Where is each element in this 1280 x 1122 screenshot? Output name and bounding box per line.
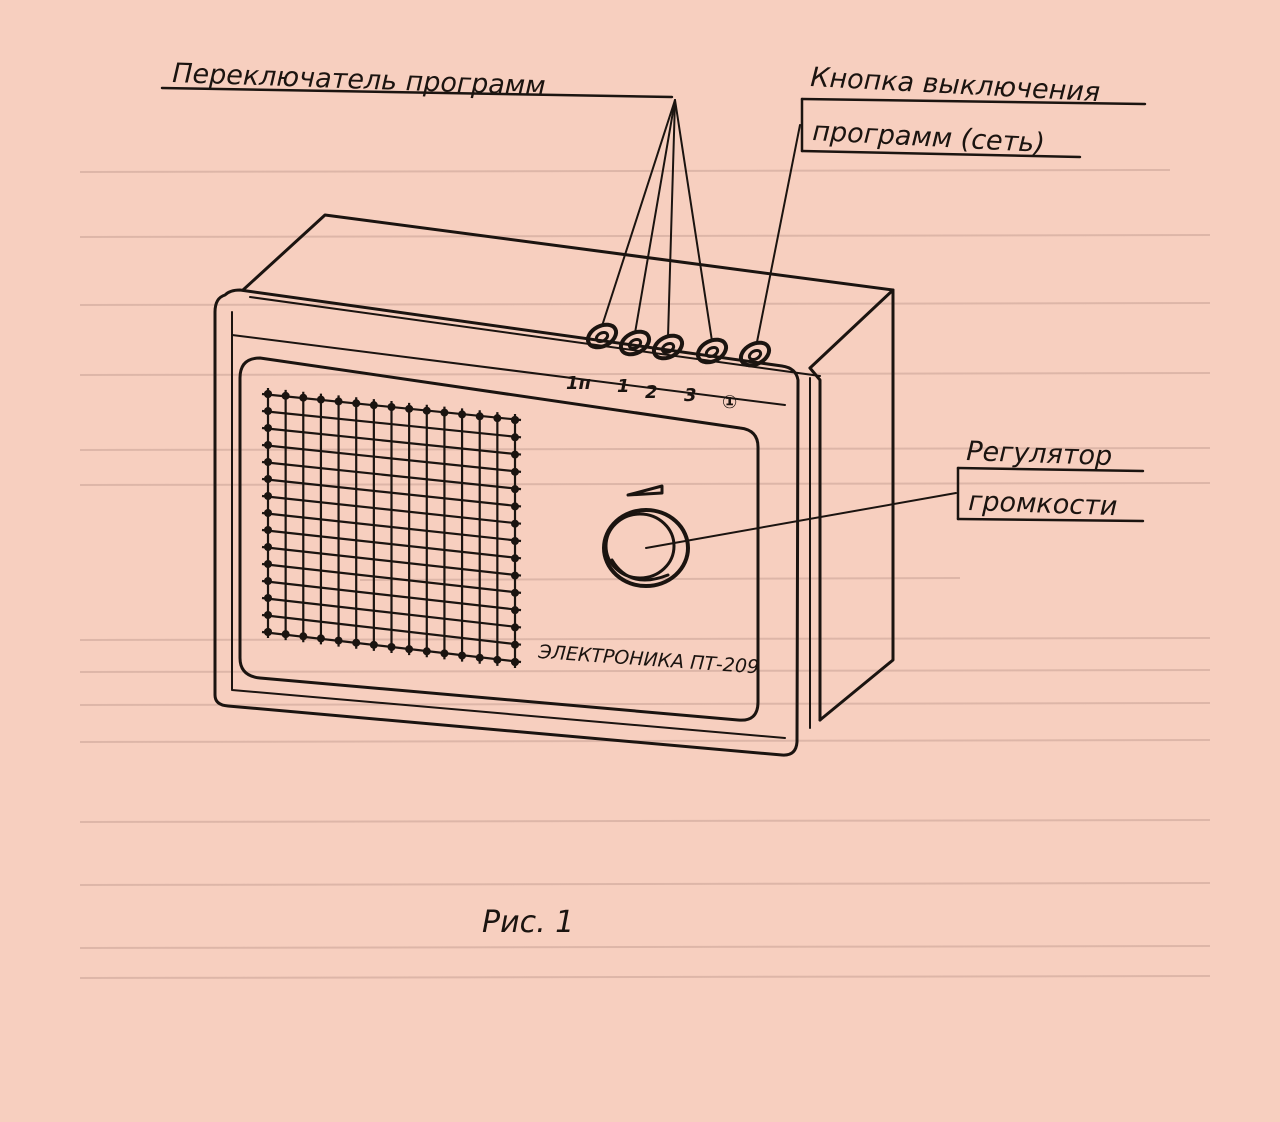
grille-bead xyxy=(264,594,272,602)
grille-bead xyxy=(264,424,272,432)
program-button-2[interactable] xyxy=(650,331,686,363)
grille-bead xyxy=(352,399,361,408)
power-off-button[interactable] xyxy=(737,338,773,370)
callout-program-switch: Переключатель программ xyxy=(160,58,713,342)
grille-bead xyxy=(511,450,519,459)
grille-bead xyxy=(405,404,414,413)
grille-line xyxy=(261,477,522,508)
grille-bead xyxy=(511,640,519,649)
grille-bead xyxy=(369,640,378,649)
grille-line xyxy=(261,596,522,629)
grille-bead xyxy=(299,393,308,402)
radio-body xyxy=(213,213,895,757)
grille-bead xyxy=(511,537,519,545)
label-volume-line2: громкости xyxy=(968,486,1118,522)
grille-bead xyxy=(264,475,272,483)
grille-bead xyxy=(264,390,272,398)
grille-bead xyxy=(264,441,272,449)
button-label-3: 3 xyxy=(684,385,697,406)
grille-line xyxy=(261,545,522,577)
program-button-1[interactable] xyxy=(617,327,653,359)
grille-bead xyxy=(264,492,272,500)
callout-volume-control: Регулятор громкости xyxy=(645,436,1145,549)
grille-bead xyxy=(264,560,272,568)
volume-knob[interactable] xyxy=(602,508,690,588)
grille-line xyxy=(261,613,522,646)
grille-bead xyxy=(458,651,467,660)
grille-bead xyxy=(511,519,519,528)
volume-scale-wedge xyxy=(626,484,664,497)
grille-bead xyxy=(264,543,272,551)
grille-bead xyxy=(458,410,467,419)
grille-bead xyxy=(387,643,396,651)
grille-bead xyxy=(493,414,502,423)
grille-line xyxy=(261,579,522,612)
grille-bead xyxy=(264,577,272,585)
grille-bead xyxy=(387,403,396,411)
grille-bead xyxy=(334,636,343,645)
grille-bead xyxy=(511,571,519,580)
radio-top-face xyxy=(241,213,895,370)
grille-bead xyxy=(352,638,361,647)
label-program-switch: Переключатель программ xyxy=(172,58,546,102)
button-label-2: 2 xyxy=(645,382,658,403)
grille-bead xyxy=(264,458,272,466)
grille-bead xyxy=(264,407,272,415)
grille-bead xyxy=(511,588,519,597)
button-label-off: ① xyxy=(722,392,737,413)
grille-bead xyxy=(264,628,272,636)
callout-power-off-button: Кнопка выключения программ (сеть) xyxy=(756,62,1147,343)
grille-bead xyxy=(475,412,484,421)
grille-line xyxy=(261,511,522,543)
grille-bead xyxy=(422,647,431,656)
grille-bead xyxy=(511,554,519,563)
button-label-1p: 1п xyxy=(566,373,591,394)
speaker-grille xyxy=(261,388,522,668)
grille-line xyxy=(261,528,522,560)
button-labels: 1п 1 2 3 ① xyxy=(566,373,737,413)
grille-line xyxy=(261,494,522,525)
grille-bead xyxy=(511,623,519,632)
grille-bead xyxy=(264,526,272,534)
program-button-1p[interactable] xyxy=(584,320,620,352)
grille-line xyxy=(261,443,522,473)
label-volume-line1: Регулятор xyxy=(966,436,1113,472)
grille-bead xyxy=(299,632,308,641)
grille-bead xyxy=(511,416,519,424)
grille-bead xyxy=(405,645,414,654)
grille-bead xyxy=(316,395,325,404)
grille-bead xyxy=(511,485,519,494)
grille-line xyxy=(261,460,522,491)
grille-bead xyxy=(281,391,290,400)
grille-bead xyxy=(281,630,290,639)
grille-bead xyxy=(264,509,272,517)
button-label-1: 1 xyxy=(617,376,630,397)
grille-bead xyxy=(511,658,519,666)
program-buttons xyxy=(584,320,773,370)
figure-caption: Рис. 1 xyxy=(482,905,574,940)
radio-side-panel xyxy=(818,288,895,722)
grille-bead xyxy=(511,606,519,615)
grille-line xyxy=(261,426,522,456)
grille-bead xyxy=(264,611,272,619)
radio-front-face xyxy=(213,288,800,757)
grille-bead xyxy=(369,401,378,410)
grille-bead xyxy=(493,655,502,664)
grille-line xyxy=(261,409,522,439)
grille-line xyxy=(261,562,522,594)
device-name: ЭЛЕКТРОНИКА ПТ-209 xyxy=(537,641,760,678)
grille-bead xyxy=(316,634,325,643)
grille-bead xyxy=(334,397,343,406)
grille-bead xyxy=(511,467,519,476)
grille-bead xyxy=(440,408,449,417)
grille-bead xyxy=(475,653,484,662)
grille-bead xyxy=(422,406,431,415)
front-panel-recess xyxy=(238,356,760,722)
grille-bead xyxy=(511,502,519,511)
program-button-3[interactable] xyxy=(694,335,730,367)
grille-bead xyxy=(440,649,449,658)
grille-bead xyxy=(511,433,519,442)
